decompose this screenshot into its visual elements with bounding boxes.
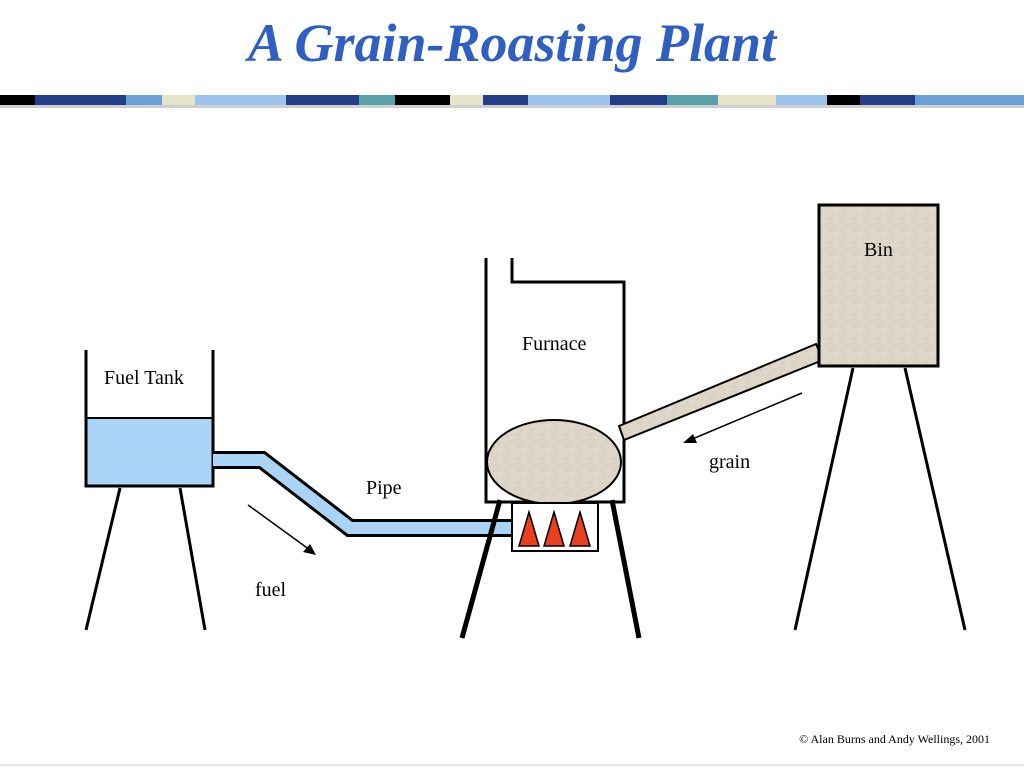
band-segment (286, 95, 359, 105)
band-segment (610, 95, 667, 105)
grain-in-furnace (486, 419, 622, 505)
band-segment (914, 95, 1024, 105)
band-segment (358, 95, 396, 105)
band-segment (860, 95, 915, 105)
fuel-flow-arrow (247, 504, 316, 555)
band-segment (776, 95, 828, 105)
furnace (484, 258, 626, 552)
band-segment (827, 95, 861, 105)
grain-chute (617, 342, 825, 442)
fuel-level (86, 418, 213, 486)
band-segment (450, 95, 483, 105)
furnace-label: Furnace (522, 333, 587, 355)
bottom-rule (0, 764, 1024, 766)
furnace-legs (459, 499, 642, 639)
flame-3 (568, 509, 592, 547)
fuel-tank (84, 350, 215, 488)
band-segment (717, 95, 777, 105)
band-segment (528, 95, 611, 105)
flame-2 (542, 509, 566, 547)
band-segment (194, 95, 287, 105)
band-segment (34, 95, 126, 105)
fuel-tank-legs (84, 487, 207, 631)
bin-legs (793, 367, 967, 631)
flame-1 (517, 509, 541, 547)
bin-body (817, 203, 940, 368)
decorative-band (0, 95, 1024, 105)
bin-label: Bin (864, 239, 893, 261)
fuel-pipe (213, 451, 512, 537)
furnace-body (484, 258, 626, 504)
fuel-tank-label: Fuel Tank (104, 367, 184, 389)
pipe-label: Pipe (366, 477, 402, 499)
fuel-label: fuel (255, 579, 287, 601)
band-shadow (0, 105, 1024, 108)
bin (817, 203, 940, 368)
band-segment (125, 95, 163, 105)
grain-flow-arrow (683, 392, 803, 443)
band-segment (482, 95, 529, 105)
grain-label: grain (709, 451, 751, 473)
copyright-footer: © Alan Burns and Andy Wellings, 2001 (799, 732, 990, 746)
band-segment (666, 95, 718, 105)
band-segment (395, 95, 451, 105)
band-segment (0, 95, 35, 105)
slide-title: A Grain-Roasting Plant (247, 13, 777, 73)
band-segment (162, 95, 195, 105)
